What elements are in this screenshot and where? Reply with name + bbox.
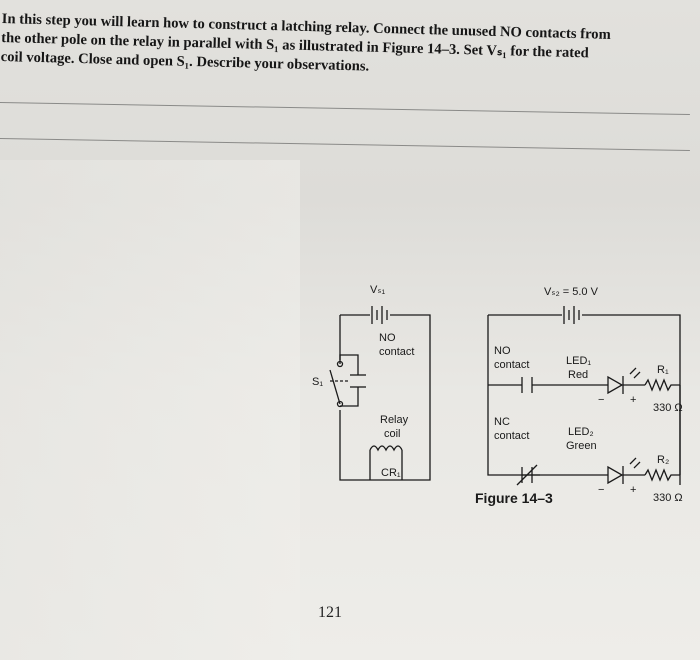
led1-triangle <box>607 375 624 395</box>
vs2-label: Vₛ₂ = 5.0 V <box>544 286 598 298</box>
r2-label: R₂ <box>657 454 670 466</box>
relay-coil-label-1: Relay <box>380 414 409 426</box>
right-left-wire <box>487 315 540 476</box>
right-no-contact-label-1: NO <box>494 345 511 357</box>
led1-plus: + <box>630 394 637 406</box>
r2-zigzag <box>644 468 680 482</box>
left-no-contact-label-1: NO <box>379 332 396 344</box>
no-contact-return <box>340 387 359 407</box>
vs1-label: Vₛ₁ <box>370 284 386 296</box>
relay-coil-label-2: coil <box>384 428 401 440</box>
instruction-paragraph: In this step you will learn how to const… <box>1 10 692 85</box>
left-no-contact-label-2: contact <box>379 346 415 358</box>
nc-contact-slash <box>516 464 538 486</box>
r1-zigzag <box>644 378 680 392</box>
led1-minus: − <box>598 394 605 406</box>
led2-triangle <box>607 465 624 485</box>
s1-label: S₁ <box>312 376 324 388</box>
led2-minus: − <box>598 484 605 496</box>
nc-contact-label-2: contact <box>494 430 530 442</box>
figure-caption: Figure 14–3 <box>475 490 553 506</box>
r1-value: 330 Ω <box>653 402 683 414</box>
circuit-diagram <box>329 306 681 486</box>
led2-light-arrows <box>629 457 641 469</box>
figure-14-3: Vₛ₁ S₁ NO contact Relay coil CR₁ Vₛ₂ = 5… <box>300 270 690 540</box>
led1-label-1: LED₁ <box>566 355 592 367</box>
right-no-contact-label-2: contact <box>494 359 530 371</box>
relay-coil-leads <box>369 450 403 480</box>
led2-label-1: LED₂ <box>568 426 594 438</box>
relay-name-label: CR₁ <box>381 467 401 479</box>
page-number: 121 <box>318 604 342 621</box>
led2-label-2: Green <box>566 440 597 452</box>
led2-plus: + <box>630 484 637 496</box>
answer-line-1 <box>0 102 690 116</box>
no-contact-branch <box>339 354 359 375</box>
s1-blade <box>329 369 341 405</box>
page-shadow <box>0 160 300 660</box>
left-loop-wire <box>339 314 431 481</box>
nc-contact-label-1: NC <box>494 416 510 428</box>
r1-label: R₁ <box>657 364 669 376</box>
r2-value: 330 Ω <box>653 492 683 504</box>
led1-label-2: Red <box>568 369 589 381</box>
answer-line-2 <box>0 138 690 152</box>
relay-coil-winding <box>369 445 403 452</box>
led1-light-arrows <box>629 367 641 379</box>
